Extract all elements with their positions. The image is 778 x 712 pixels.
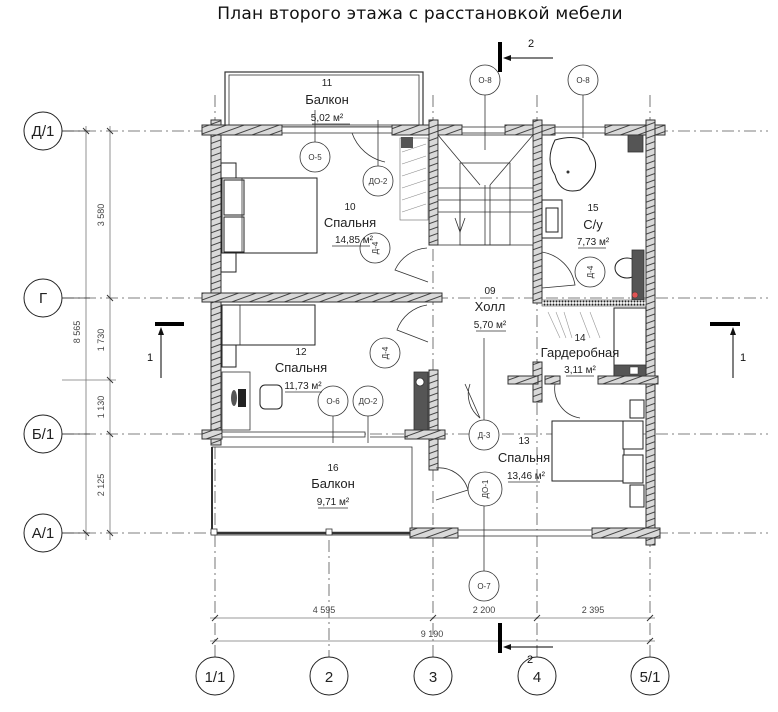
room-16-area: 9,71 м² [317, 497, 350, 508]
axis-a1-label: А/1 [32, 525, 55, 542]
axis-5-1-label: 5/1 [640, 669, 661, 686]
drawing-title: План второго этажа с расстановкой мебели [217, 4, 622, 24]
axis-4-label: 4 [533, 669, 541, 686]
tag-o8-bath: О-8 [576, 76, 590, 85]
room-11-name: Балкон [305, 92, 349, 107]
tag-do2-top: ДО-2 [369, 177, 388, 186]
tag-do1: ДО-1 [481, 479, 490, 498]
section-2-top-label: 2 [528, 38, 534, 50]
room-10-number: 10 [344, 202, 356, 213]
tag-d4-bed12: Д-4 [381, 346, 390, 359]
column-axis-markers: 1/1 2 3 4 5/1 [195, 656, 670, 696]
wardrobe-fixtures [547, 307, 647, 377]
room-13-number: 13 [518, 436, 530, 447]
room-15-number: 15 [587, 203, 599, 214]
room-15-area: 7,73 м² [577, 237, 610, 248]
axis-b1-label: Б/1 [32, 426, 54, 443]
room-09-area: 5,70 м² [474, 320, 507, 331]
tag-d3: Д-3 [478, 431, 491, 440]
row-axis-markers: Д/1 Г Б/1 А/1 [23, 111, 90, 553]
room-14-number: 14 [574, 333, 586, 344]
room-16-name: Балкон [311, 476, 355, 491]
bathroom-fixtures [541, 134, 647, 307]
room-13-name: Спальня [498, 450, 550, 465]
room-13-area: 13,46 м² [507, 471, 546, 482]
element-tags: О-5 ДО-2 О-8 О-8 Д-4 Д-4 Д-4 О-6 ДО-2 Д-… [299, 64, 606, 602]
tag-do2-bottom: ДО-2 [359, 397, 378, 406]
axis-g-label: Г [39, 290, 47, 307]
room-15-name: С/у [583, 217, 603, 232]
room-12-area: 11,73 м² [284, 381, 322, 392]
axis-1-1-label: 1/1 [205, 669, 226, 686]
dim-g-mid: 1 730 [96, 329, 106, 352]
balcony-16-railing [210, 446, 413, 536]
room-14-area: 3,11 м² [564, 365, 596, 376]
dim-vertical-total: 8 565 [72, 321, 82, 344]
dim-x3-x4: 2 200 [473, 605, 496, 615]
room-16-number: 16 [327, 463, 339, 474]
room-14-name: Гардеробная [541, 345, 620, 360]
room-10-area: 14,85 м² [335, 235, 374, 246]
room-09-number: 09 [484, 286, 496, 297]
room-09-name: Холл [475, 299, 506, 314]
axis-3-label: 3 [429, 669, 437, 686]
room-11-area: 5,02 м² [311, 113, 344, 124]
section-1-right-label: 1 [740, 352, 746, 364]
section-markers: 1 1 2 2 [147, 38, 746, 666]
axis-d1-label: Д/1 [32, 123, 55, 140]
dim-horizontal-total: 9 190 [421, 629, 444, 639]
axis-2-label: 2 [325, 669, 333, 686]
dim-x4-x5: 2 395 [582, 605, 605, 615]
tag-o5: О-5 [308, 153, 322, 162]
windows [221, 126, 606, 537]
section-1-left-label: 1 [147, 352, 153, 364]
tag-d4-bed10: Д-4 [371, 241, 380, 254]
tag-o8-stair: О-8 [478, 76, 492, 85]
furniture [220, 162, 645, 508]
room-10-name: Спальня [324, 215, 376, 230]
dim-d1-g: 3 580 [96, 204, 106, 227]
vertical-dimensions: 3 580 1 730 1 130 2 125 8 565 [62, 126, 116, 540]
room-labels: 11 Балкон 5,02 м² 10 Спальня 14,85 м² 09… [275, 78, 620, 509]
staircase [399, 134, 534, 246]
dim-mid-b1: 1 130 [96, 396, 106, 419]
room-12-number: 12 [295, 347, 307, 358]
horizontal-dimensions: 4 595 2 200 2 395 9 190 [210, 605, 655, 645]
tag-d4-bath: Д-4 [586, 265, 595, 278]
room-11-number: 11 [322, 78, 333, 89]
dim-x1-x3: 4 595 [313, 605, 336, 615]
room-12-name: Спальня [275, 360, 327, 375]
dim-b1-a1: 2 125 [96, 474, 106, 497]
section-2-bottom-label: 2 [527, 654, 533, 666]
tag-o7: О-7 [477, 582, 491, 591]
tag-o6: О-6 [326, 397, 340, 406]
doors [351, 132, 581, 501]
